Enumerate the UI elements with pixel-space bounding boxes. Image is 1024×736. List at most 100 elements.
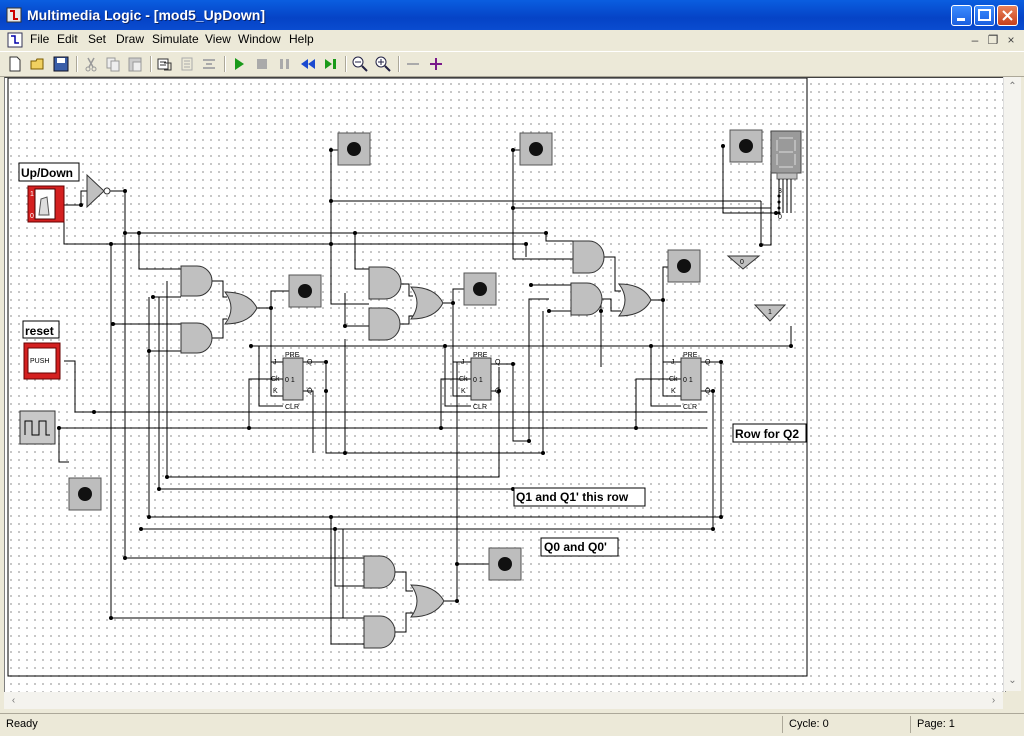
menu-edit[interactable]: Edit bbox=[57, 32, 78, 46]
row-q1-label: Q1 and Q1' this row bbox=[516, 490, 629, 504]
step-forward-icon[interactable] bbox=[322, 55, 340, 73]
or-gate[interactable] bbox=[410, 584, 445, 618]
ff-clk-label: Ck bbox=[669, 376, 678, 383]
copy-icon[interactable] bbox=[104, 55, 122, 73]
lamp-q1-top bbox=[519, 132, 553, 166]
ff-q-label: Q bbox=[705, 359, 711, 366]
paste-icon[interactable] bbox=[126, 55, 144, 73]
menu-simulate[interactable]: Simulate bbox=[152, 32, 199, 46]
and-gate[interactable] bbox=[368, 266, 402, 300]
inverter-gate[interactable] bbox=[86, 173, 111, 209]
ff-pre-label: PRE bbox=[683, 352, 698, 359]
mdi-minimize-icon[interactable]: – bbox=[971, 33, 979, 47]
zoom-out-icon[interactable] bbox=[351, 55, 369, 73]
menu-view[interactable]: View bbox=[205, 32, 231, 46]
seg-pin-3: 3 bbox=[778, 188, 782, 195]
ff-state: 0 1 bbox=[473, 377, 483, 384]
and-gate[interactable] bbox=[363, 555, 396, 589]
zoom-in-icon[interactable] bbox=[374, 55, 392, 73]
menu-bar: File Edit Set Draw Simulate View Window … bbox=[0, 30, 1024, 50]
jk-flipflop-q0[interactable]: PRE CLR J K Ck Q Q̄ 0 1 bbox=[669, 352, 711, 411]
up-down-switch[interactable]: 1 0 bbox=[27, 185, 65, 223]
and-gate[interactable] bbox=[363, 615, 396, 649]
open-icon[interactable] bbox=[29, 55, 47, 73]
reset-pushbutton[interactable]: PUSH bbox=[23, 342, 61, 380]
cut-icon[interactable] bbox=[82, 55, 100, 73]
clock-source[interactable] bbox=[19, 410, 56, 445]
step-back-icon[interactable] bbox=[299, 55, 317, 73]
scroll-down-icon[interactable]: ⌄ bbox=[1008, 675, 1017, 686]
lamp-or4 bbox=[488, 547, 522, 581]
ff-pre-label: PRE bbox=[285, 352, 300, 359]
and-gate[interactable] bbox=[180, 322, 213, 354]
properties-icon[interactable] bbox=[156, 55, 174, 73]
ff-clr-label: CLR bbox=[473, 404, 487, 411]
lamp-q0-top bbox=[729, 129, 763, 163]
vertical-scrollbar[interactable]: ⌃ ⌄ bbox=[1003, 77, 1021, 691]
run-icon[interactable] bbox=[230, 55, 248, 73]
or-gate[interactable] bbox=[224, 291, 258, 325]
close-button[interactable] bbox=[997, 5, 1018, 26]
switch-high-label: 1 bbox=[30, 191, 34, 198]
ff-k-label: K bbox=[461, 388, 466, 395]
and-gate[interactable] bbox=[572, 240, 605, 274]
up-down-label: Up/Down bbox=[21, 166, 73, 180]
toolbar bbox=[0, 51, 1024, 77]
jk-flipflop-q2[interactable]: PRE CLR J K Ck Q Q̄ 0 1 bbox=[271, 352, 313, 411]
lamp-clock bbox=[68, 477, 102, 511]
and-gate[interactable] bbox=[368, 307, 401, 341]
ff-clk-label: Ck bbox=[459, 376, 468, 383]
jk-flipflop-q1[interactable]: PRE CLR J K Ck Q Q̄ 0 1 bbox=[459, 352, 501, 411]
ff-q-label: Q bbox=[307, 359, 313, 366]
status-page: Page: 1 bbox=[917, 718, 955, 730]
and-gates bbox=[180, 240, 605, 649]
menu-set[interactable]: Set bbox=[88, 32, 107, 46]
mdi-close-icon[interactable]: × bbox=[1007, 33, 1015, 47]
minus-icon[interactable] bbox=[404, 55, 422, 73]
maximize-icon bbox=[978, 9, 991, 21]
mdi-restore-icon[interactable]: ❐ bbox=[987, 33, 999, 47]
and-gate[interactable] bbox=[180, 265, 213, 297]
circuit-diagram: 1 0 Up/Down reset PUSH bbox=[7, 78, 808, 677]
ff-j-label: J bbox=[461, 359, 465, 366]
and-gate[interactable] bbox=[570, 282, 603, 316]
document-icon[interactable] bbox=[7, 32, 23, 48]
library-icon[interactable] bbox=[178, 55, 196, 73]
constant-zero: 0 bbox=[726, 255, 761, 270]
scroll-left-icon[interactable]: ‹ bbox=[11, 695, 16, 706]
junction-dots bbox=[57, 144, 793, 620]
lamp-or3 bbox=[667, 249, 701, 283]
or-gates bbox=[224, 283, 652, 618]
or-gate[interactable] bbox=[410, 286, 444, 320]
status-ready: Ready bbox=[6, 718, 38, 730]
align-icon[interactable] bbox=[200, 55, 218, 73]
ff-clr-label: CLR bbox=[285, 404, 299, 411]
row-q2-label: Row for Q2 bbox=[735, 427, 799, 441]
status-cycle: Cycle: 0 bbox=[789, 718, 829, 730]
menu-file[interactable]: File bbox=[30, 32, 50, 46]
scroll-right-icon[interactable]: › bbox=[991, 695, 996, 706]
scroll-up-icon[interactable]: ⌃ bbox=[1008, 81, 1017, 92]
const-one-label: 1 bbox=[768, 309, 772, 316]
ff-qbar-label: Q̄ bbox=[495, 387, 501, 395]
minimize-button[interactable] bbox=[951, 5, 972, 26]
circuit-canvas[interactable]: 1 0 Up/Down reset PUSH bbox=[4, 77, 1006, 693]
menu-help[interactable]: Help bbox=[289, 32, 314, 46]
plus-icon[interactable] bbox=[427, 55, 445, 73]
pause-icon[interactable] bbox=[276, 55, 294, 73]
save-icon[interactable] bbox=[52, 55, 70, 73]
or-gate[interactable] bbox=[618, 283, 652, 317]
menu-window[interactable]: Window bbox=[238, 32, 281, 46]
ff-qbar-label: Q̄ bbox=[705, 387, 711, 395]
ff-j-label: J bbox=[671, 359, 675, 366]
const-zero-label: 0 bbox=[740, 259, 744, 266]
maximize-button[interactable] bbox=[974, 5, 995, 26]
ff-state: 0 1 bbox=[285, 377, 295, 384]
stop-icon[interactable] bbox=[253, 55, 271, 73]
new-icon[interactable] bbox=[6, 55, 24, 73]
close-icon bbox=[1002, 10, 1013, 21]
menu-draw[interactable]: Draw bbox=[116, 32, 145, 46]
horizontal-scrollbar[interactable]: ‹ › bbox=[4, 692, 1003, 709]
ff-k-label: K bbox=[273, 388, 278, 395]
title-bar: Multimedia Logic - [mod5_UpDown] bbox=[0, 0, 1024, 30]
